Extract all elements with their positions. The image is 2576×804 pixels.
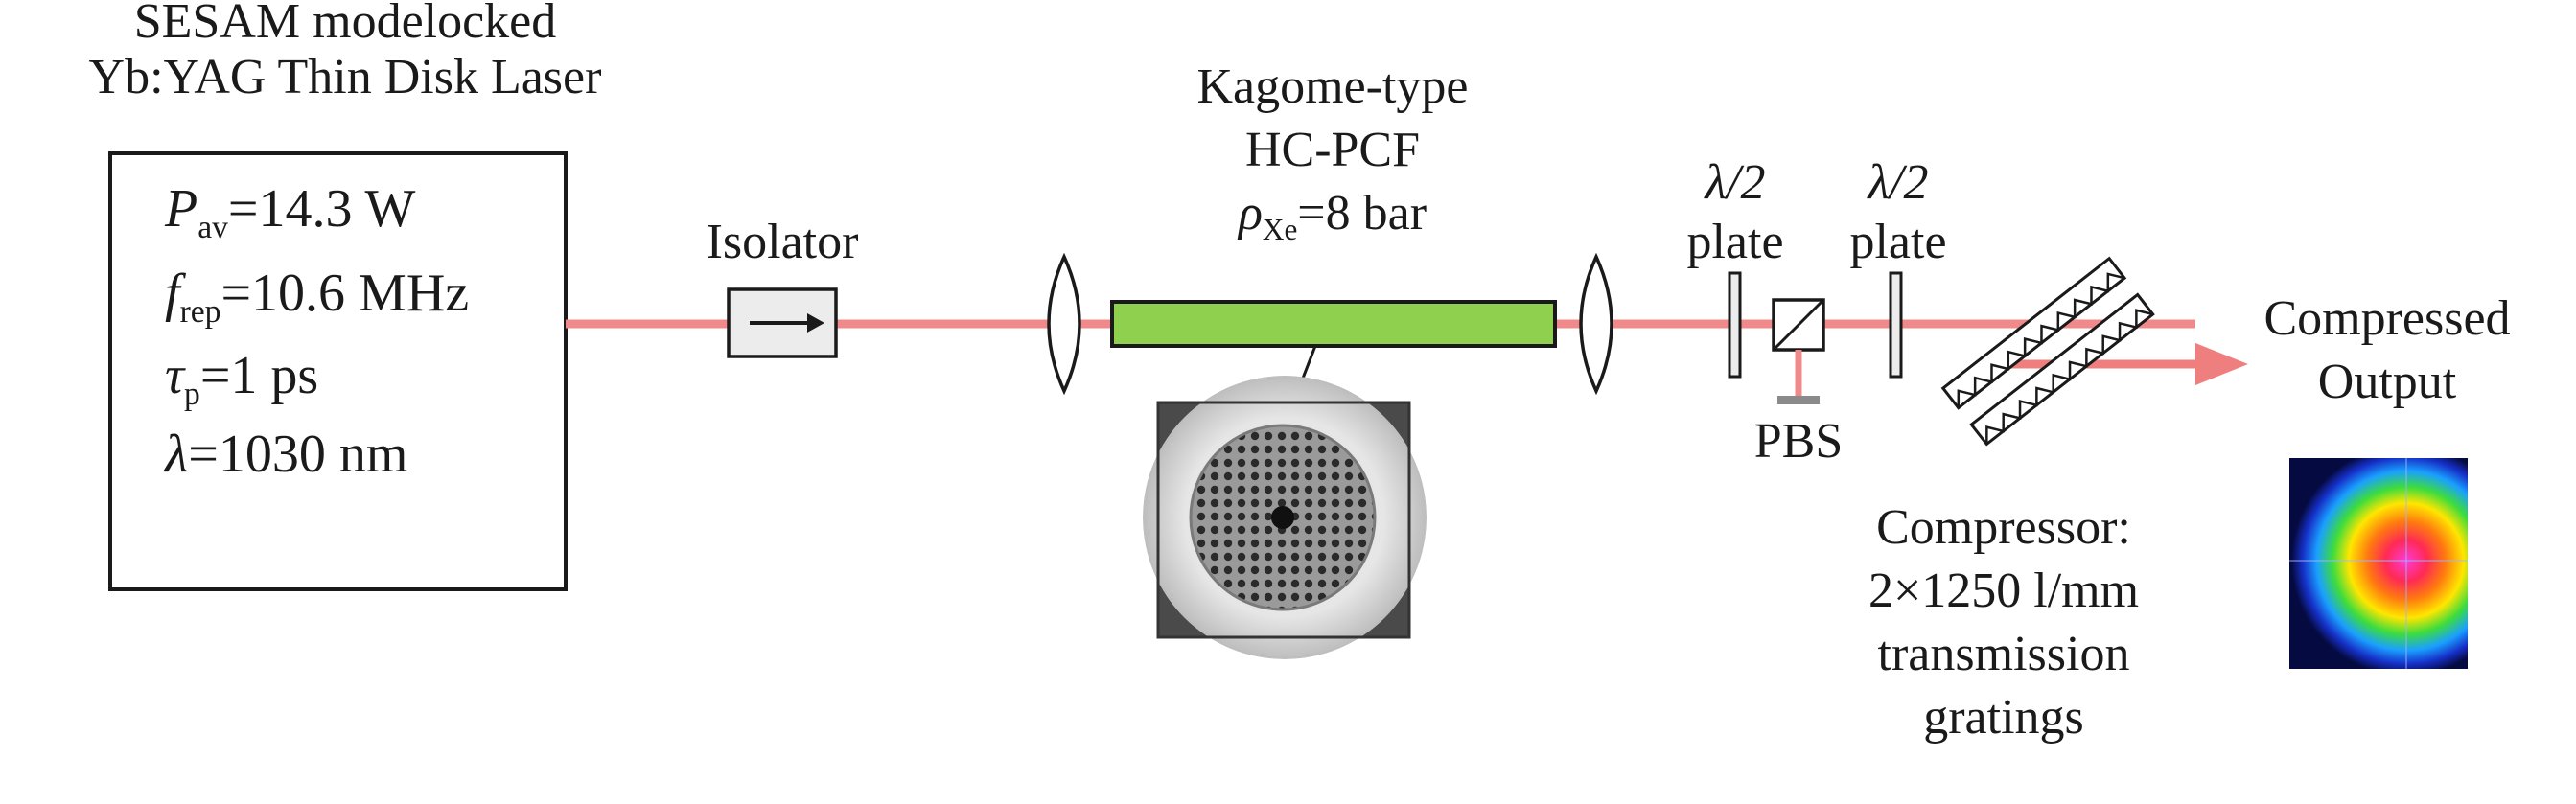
waveplate2-label: λ/2 plate [1812,153,1984,272]
lens-icon [1579,252,1613,396]
fiber-label: Kagome-type HC-PCF ρXe=8 bar [1112,56,1553,262]
beam-profile-image [2289,458,2468,669]
compressor-line2: 2×1250 l/mm [1868,563,2140,618]
waveplate2-frac: /2 [1890,155,1929,210]
param-duration: τp=1 ps [165,347,318,424]
waveplate1-label: λ/2 plate [1649,153,1822,272]
fiber-pressure-symbol: ρ [1238,186,1263,241]
output-beam-arrowhead [2195,343,2248,385]
param-duration-symbol: τ [165,346,185,405]
param-wavelength-symbol: λ [165,425,189,484]
laser-box [108,151,568,591]
param-duration-value: =1 ps [199,346,319,405]
waveplate1-fraction: λ/2 [1649,153,1822,213]
output-label: Compressed Output [2205,287,2569,414]
grating-icon [1940,256,2155,447]
fiber-pressure-sub: Xe [1262,212,1298,246]
compressor-line4: gratings [1923,690,2084,745]
hc-pcf-fiber [1110,300,1557,348]
lens-icon [1047,252,1081,396]
param-reprate-symbol: f [165,264,180,323]
param-wavelength: λ=1030 nm [165,425,407,483]
laser-title: SESAM modelocked Yb:YAG Thin Disk Laser [0,0,690,105]
param-reprate-sub: rep [179,293,221,330]
isolator-label: Isolator [706,215,859,269]
laser-title-line1: SESAM modelocked [133,0,557,49]
param-power-sub: av [197,209,228,245]
laser-title-line2: Yb:YAG Thin Disk Laser [88,50,602,104]
param-reprate: frep=10.6 MHz [165,264,469,341]
compressor-label: Compressor: 2×1250 l/mm transmission gra… [1793,496,2215,749]
isolator [727,287,838,358]
fiber-label-line1: Kagome-type [1196,59,1469,114]
pbs-label: PBS [1753,414,1844,469]
waveplate2-symbol: λ [1868,155,1891,210]
waveplate1-symbol: λ [1705,155,1728,210]
half-wave-plate-2 [1889,271,1903,379]
waveplate2-fraction: λ/2 [1812,153,1984,213]
fiber-label-line2: HC-PCF [1244,123,1421,177]
waveplate1-frac: /2 [1727,155,1766,210]
param-duration-sub: p [184,376,200,412]
param-power-value: =14.3 W [227,179,416,239]
fiber-pressure-value: =8 bar [1297,186,1427,241]
fiber-pressure: ρXe=8 bar [1112,182,1553,262]
compressor-line3: transmission [1877,627,2130,681]
pbs-cube-icon [1772,298,1825,404]
param-power-symbol: P [165,179,198,239]
compressor-line1: Compressor: [1876,500,2131,555]
output-line2: Output [2317,355,2457,409]
waveplate1-word: plate [1686,215,1784,269]
param-power: Pav=14.3 W [165,180,415,257]
half-wave-plate-1 [1728,271,1742,379]
waveplate2-word: plate [1849,215,1947,269]
fiber-crosssection-image [1143,376,1427,659]
output-line1: Compressed [2263,291,2511,346]
param-reprate-value: =10.6 MHz [220,264,470,323]
param-wavelength-value: =1030 nm [188,425,408,484]
